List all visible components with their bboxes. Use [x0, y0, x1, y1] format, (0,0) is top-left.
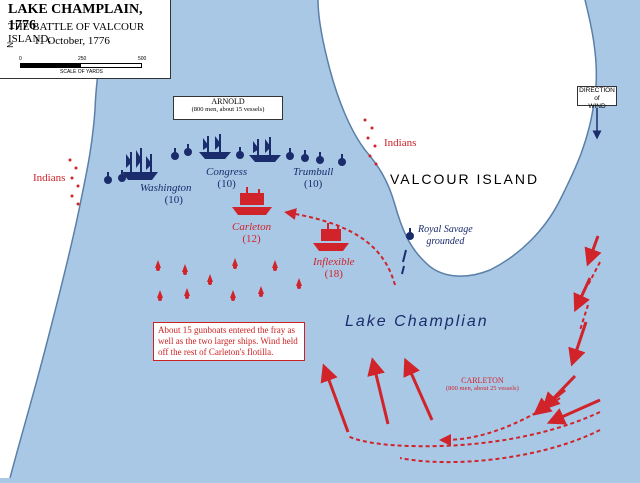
indian-positions — [68, 118, 378, 206]
arrow-icon — [320, 235, 602, 433]
carleton-detail: (800 men, about 25 vessels) — [446, 385, 519, 392]
ship-label-carleton: Carleton (12) — [232, 221, 271, 245]
ship-name: Washington — [140, 182, 192, 194]
american-ship-icon — [249, 137, 281, 162]
carleton-label: CARLETON (800 men, about 25 vessels) — [446, 376, 519, 392]
north-label: N — [6, 42, 15, 48]
west-shore — [0, 0, 110, 478]
map-subtitle: THE BATTLE OF VALCOUR ISLAND, — [8, 21, 145, 45]
wind-box: DIRECTION of WIND — [577, 86, 617, 110]
north-arrow-icon: N — [6, 42, 15, 48]
ship-name: Trumbull — [293, 166, 334, 178]
ship-guns: (10) — [164, 194, 183, 206]
ship-name: Carleton — [232, 221, 272, 233]
scale-tick-0: 0 — [19, 56, 22, 62]
scale-unit: SCALE OF YARDS — [60, 69, 103, 75]
title-block: LAKE CHAMPLAIN, 1776 THE BATTLE OF VALCO… — [0, 0, 171, 79]
arnold-detail: (800 men, about 15 vessels) — [191, 106, 265, 113]
ship-label-congress: Congress (10) — [206, 166, 247, 190]
ship-label-washington: Washington (10) — [140, 182, 192, 206]
island-label: VALCOUR ISLAND — [390, 171, 540, 187]
gunboat-icon — [104, 144, 346, 184]
british-ship-icon — [232, 187, 272, 215]
lake-label: Lake Champlian — [345, 313, 489, 330]
ship-guns: (10) — [217, 178, 236, 190]
royal-savage-line2: grounded — [426, 236, 465, 247]
wind-line3: WIND — [588, 103, 606, 110]
scale-tick-500: 500 — [138, 56, 147, 62]
ship-guns: (12) — [242, 233, 261, 245]
ship-guns: (10) — [304, 178, 323, 190]
ship-label-inflexible: Inflexible (18) — [313, 256, 355, 280]
battle-note: About 15 gunboats entered the fray as we… — [153, 322, 305, 361]
ship-label-trumbull: Trumbull (10) — [293, 166, 333, 190]
british-ship-icon — [313, 223, 349, 251]
american-ship-icon — [122, 148, 158, 180]
ship-name: Inflexible — [313, 256, 355, 268]
map-date: 11 October, 1776 — [34, 35, 110, 47]
scale-bar — [20, 63, 142, 68]
american-ship-icon — [199, 134, 231, 159]
indians-label-left: Indians — [33, 172, 66, 184]
valcour-island — [318, 0, 597, 277]
ship-guns: (18) — [324, 268, 343, 280]
royal-savage-label: Royal Savage grounded — [418, 224, 473, 248]
scale-tick-250: 250 — [78, 56, 87, 62]
arnold-name: ARNOLD — [211, 97, 245, 106]
arnold-box: ARNOLD (800 men, about 15 vessels) — [173, 96, 283, 120]
indians-label-right: Indians — [384, 137, 417, 149]
ship-name: Congress — [206, 166, 248, 178]
wind-line1: DIRECTION — [579, 87, 615, 94]
british-gunboats — [155, 258, 302, 301]
american-line — [104, 134, 414, 275]
map-title: LAKE CHAMPLAIN, 1776 — [8, 2, 143, 33]
royal-savage-line1: Royal Savage — [418, 224, 473, 235]
royal-savage-icon — [406, 228, 414, 240]
wind-line2: of — [594, 95, 600, 102]
carleton-name: CARLETON — [461, 376, 504, 385]
